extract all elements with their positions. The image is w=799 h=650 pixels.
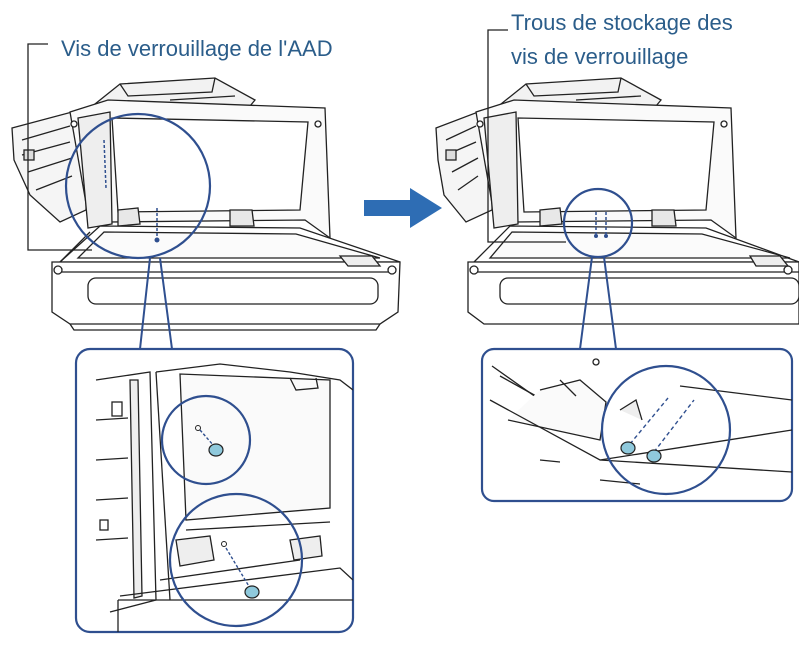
left-zoom-upper-circle xyxy=(160,394,252,486)
left-callout-circle xyxy=(64,112,212,260)
right-callout-circle xyxy=(562,187,634,259)
right-zoom-circle xyxy=(600,364,732,496)
left-scanner-screw-markers xyxy=(103,139,160,243)
screw-icon xyxy=(620,397,669,455)
screw-icon xyxy=(221,541,260,599)
right-zoom-pointer xyxy=(579,256,617,350)
right-callout-label-line2: vis de verrouillage xyxy=(511,44,689,69)
left-zoom-lower-circle xyxy=(168,492,304,628)
right-zoom-panel xyxy=(480,347,794,503)
left-label-leader xyxy=(27,43,92,251)
left-scanner xyxy=(11,77,401,331)
screw-icon xyxy=(646,399,695,463)
left-zoom-panel xyxy=(74,347,355,634)
screw-icon xyxy=(195,425,224,457)
right-callout-label-line1: Trous de stockage des xyxy=(511,10,733,35)
right-arrow-icon xyxy=(364,188,442,228)
right-label-leader xyxy=(487,29,566,243)
right-scanner xyxy=(435,77,799,325)
right-scanner-hole-markers xyxy=(594,212,608,238)
left-zoom-pointer xyxy=(139,257,173,350)
left-callout-label: Vis de verrouillage de l'AAD xyxy=(61,36,333,61)
